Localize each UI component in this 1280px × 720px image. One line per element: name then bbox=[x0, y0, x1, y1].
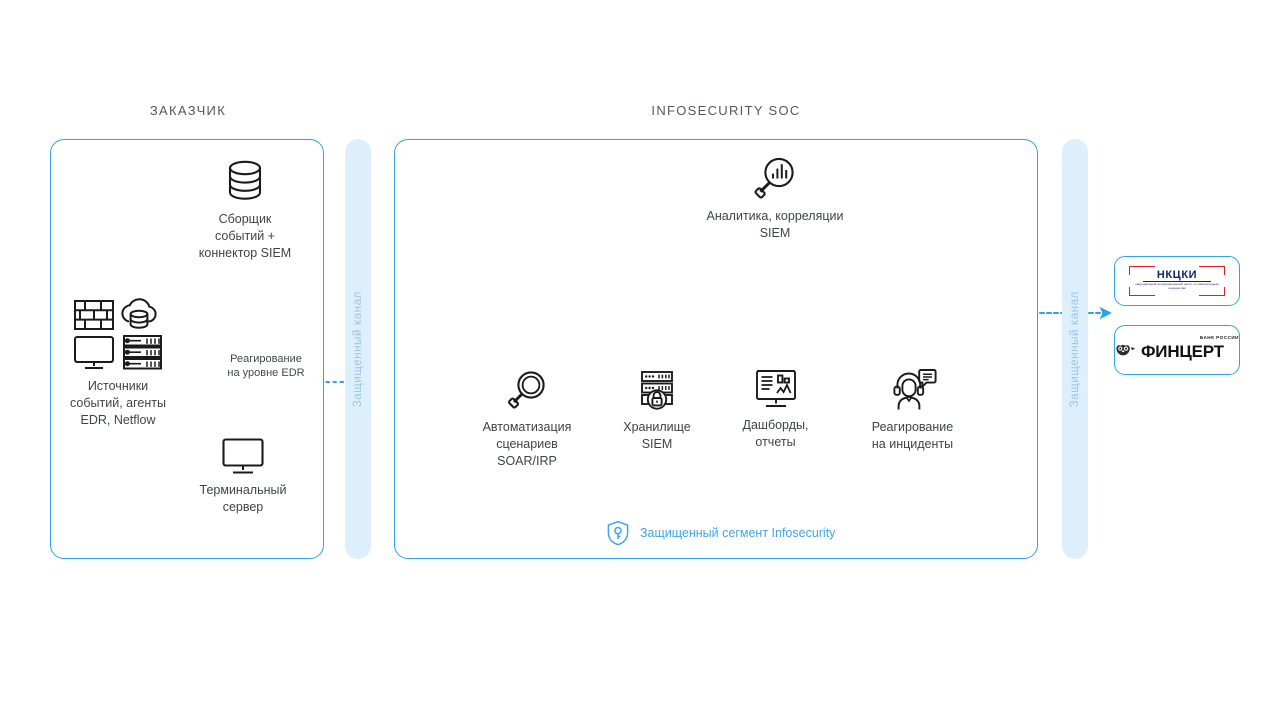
database-icon bbox=[224, 158, 266, 204]
secure-channel-left-label: Защищенный канал bbox=[352, 290, 364, 408]
node-soar-caption: Автоматизация сценариев SOAR/IRP bbox=[482, 420, 572, 468]
node-dashboards: Дашборды, отчеты bbox=[718, 368, 833, 451]
nkcki-logo: НКЦКИ национальный координационный центр… bbox=[1129, 266, 1225, 296]
soc-section-title: INFOSECURITY SOC bbox=[651, 103, 801, 118]
owl-icon bbox=[1115, 344, 1137, 364]
node-collector: Сборщик событий + коннектор SIEM bbox=[165, 158, 325, 262]
note-edr-response: Реагирование на уровне EDR bbox=[227, 353, 305, 379]
protected-segment-label: Защищенный сегмент Infosecurity bbox=[640, 526, 836, 540]
secure-channel-right-label: Защищенный канал bbox=[1069, 290, 1081, 408]
fincert-logo: БАНК РОССИИ ФИНЦЕРТ bbox=[1115, 335, 1239, 365]
event-sources-icon bbox=[72, 297, 164, 371]
node-analytics: Аналитика, корреляции SIEM bbox=[675, 155, 875, 242]
shield-key-icon bbox=[606, 520, 630, 546]
fincert-name: ФИНЦЕРТ bbox=[1141, 342, 1224, 361]
node-incident-response: Реагирование на инциденты bbox=[850, 368, 975, 453]
node-terminal-server-caption: Терминальный сервер bbox=[199, 483, 287, 514]
soc-panel bbox=[394, 139, 1038, 559]
node-event-sources-caption: Источники событий, агенты EDR, Netflow bbox=[70, 379, 166, 427]
node-event-sources: Источники событий, агенты EDR, Netflow bbox=[48, 297, 188, 429]
node-soar: Автоматизация сценариев SOAR/IRP bbox=[457, 368, 597, 470]
secure-channel-left: Защищенный канал bbox=[345, 139, 371, 559]
customer-section-title: ЗАКАЗЧИК bbox=[149, 103, 227, 118]
node-storage: Хранилище SIEM bbox=[597, 368, 717, 453]
magnifier-icon bbox=[505, 368, 549, 412]
protected-segment: Защищенный сегмент Infosecurity bbox=[606, 520, 835, 546]
node-incident-response-caption: Реагирование на инциденты bbox=[871, 420, 954, 451]
operator-icon bbox=[889, 368, 937, 412]
node-terminal-server: Терминальный сервер bbox=[168, 437, 318, 516]
node-dashboards-caption: Дашборды, отчеты bbox=[742, 418, 809, 449]
customer-panel bbox=[50, 139, 324, 559]
logo-box-fincert[interactable]: БАНК РОССИИ ФИНЦЕРТ bbox=[1114, 325, 1240, 375]
node-collector-caption: Сборщик событий + коннектор SIEM bbox=[198, 212, 292, 260]
server-lock-icon bbox=[635, 368, 679, 412]
fincert-bank-label: БАНК РОССИИ bbox=[1199, 335, 1239, 340]
node-analytics-caption: Аналитика, корреляции SIEM bbox=[706, 209, 844, 240]
node-storage-caption: Хранилище SIEM bbox=[623, 420, 691, 451]
nkcki-name: НКЦКИ bbox=[1156, 269, 1198, 281]
nkcki-subtitle: национальный координационный центр по ко… bbox=[1135, 282, 1219, 291]
monitor-icon bbox=[221, 437, 265, 475]
dashboard-icon bbox=[754, 368, 798, 410]
secure-channel-right: Защищенный канал bbox=[1062, 139, 1088, 559]
logo-box-nkcki[interactable]: НКЦКИ национальный координационный центр… bbox=[1114, 256, 1240, 306]
magnifier-chart-icon bbox=[752, 155, 798, 201]
